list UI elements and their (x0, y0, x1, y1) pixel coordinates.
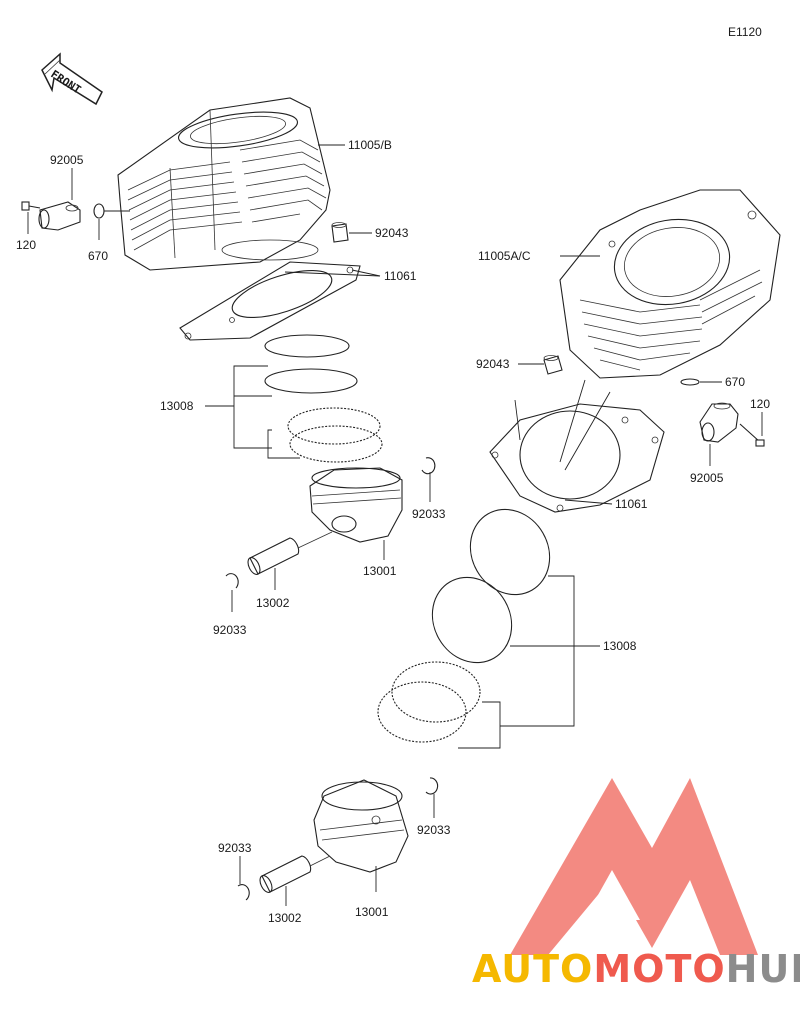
label-11061-right: 11061 (615, 497, 648, 511)
piston-pin-front (247, 531, 333, 575)
front-arrow-icon: FRONT (41, 52, 103, 106)
watermark-part2: MOTO (593, 947, 725, 991)
oring-front (93, 203, 105, 219)
dowel-rear (543, 355, 563, 375)
diagram-code: E1120 (728, 25, 762, 39)
label-92005-left: 92005 (50, 153, 84, 167)
clip-front-left (225, 573, 239, 589)
clip-front-right (421, 457, 436, 475)
watermark-part1: AUTO (472, 947, 593, 991)
cylinder-front (117, 97, 331, 271)
fitting-rear (699, 402, 739, 443)
piston-pin-rear (259, 855, 331, 893)
automotohub-logo-icon (510, 778, 758, 955)
clip-rear-left (237, 884, 250, 901)
label-11061-left: 11061 (384, 269, 417, 283)
bolt-rear (739, 423, 765, 447)
label-92033-lower-left: 92033 (218, 841, 252, 855)
bolt-front (21, 201, 41, 211)
label-92033-lower-right: 92033 (417, 823, 451, 837)
label-670-right: 670 (725, 375, 745, 389)
watermark-part3: HUB (726, 947, 800, 991)
label-120-left: 120 (16, 238, 36, 252)
gasket-front (179, 261, 361, 341)
label-11005a-c: 11005A/C (478, 249, 531, 263)
fitting-front (38, 201, 81, 231)
label-13001-upper: 13001 (363, 564, 397, 578)
cylinder-rear (559, 189, 781, 379)
label-92043-right: 92043 (476, 357, 510, 371)
gasket-rear (489, 403, 665, 513)
label-92005-right: 92005 (690, 471, 724, 485)
clip-rear-right (425, 777, 439, 795)
oring-rear (680, 378, 700, 386)
label-13002-upper: 13002 (256, 596, 290, 610)
piston-front (309, 467, 403, 543)
piston-rings-front (264, 334, 383, 463)
label-13002-lower: 13002 (268, 911, 302, 925)
dowel-front (331, 222, 349, 243)
label-92043-left: 92043 (375, 226, 409, 240)
label-92033-upper-right: 92033 (412, 507, 446, 521)
piston-rings-rear (377, 508, 551, 743)
label-120-right: 120 (750, 397, 770, 411)
label-670-left: 670 (88, 249, 108, 263)
label-13001-lower: 13001 (355, 905, 389, 919)
piston-rear (313, 779, 409, 873)
label-13008-right: 13008 (603, 639, 637, 653)
label-13008-left: 13008 (160, 399, 194, 413)
watermark-text: AUTOMOTOHUB (472, 947, 800, 991)
label-92033-upper-left: 92033 (213, 623, 247, 637)
label-11005-b: 11005/B (348, 138, 392, 152)
